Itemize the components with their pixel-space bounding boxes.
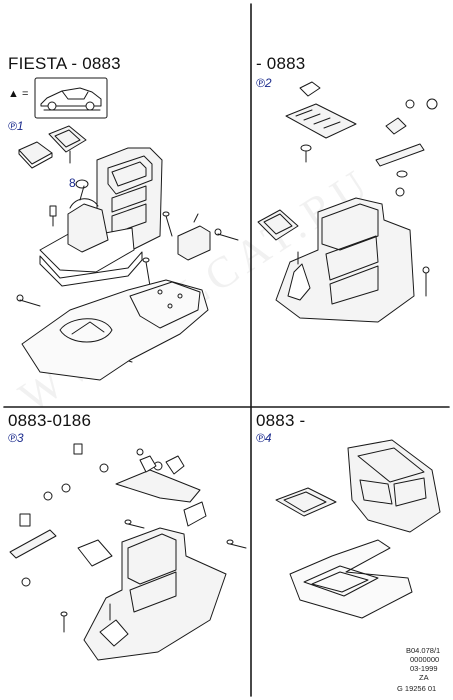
footer-line-1: B04.078/1 [406,646,441,655]
panel-4-sub: ℗4 [256,431,272,445]
panel-1-sub: ℗1 [8,119,24,133]
footer-line-4: ZA [419,673,429,682]
screw-p2-2 [422,266,430,297]
screw-1 [49,205,57,227]
bracket-1 [177,213,211,261]
panel-3-sub: ℗3 [8,431,24,445]
footer-line-5: G 19256 01 [397,684,437,693]
gear-boot [39,179,135,273]
screw-p2-1 [300,144,312,163]
console-p2 [275,197,415,323]
panel-2-sub: ℗2 [256,76,272,90]
clip-p2 [385,98,438,135]
bracket-p2-right [375,143,425,197]
console-p3 [83,527,227,661]
console-p4 [347,439,441,533]
floor-tray-p4 [289,539,413,619]
footer-line-3: 03-1999 [410,664,438,673]
bracket-rail [285,81,357,139]
gasket-p2 [257,209,299,241]
tray-small-2 [48,125,87,164]
panel-4-title: 0883 - [256,411,306,430]
console-upper [96,147,163,253]
floor-tunnel [21,279,209,381]
screw-4 [16,294,41,307]
footer-line-2: 0000000 [410,655,440,664]
panel-3-title: 0883-0186 [8,411,92,430]
bracket-p4 [275,487,337,517]
callout-8: 8 [69,176,76,190]
tray-small-1 [18,141,53,169]
console-lower-base [39,251,143,287]
legend-marker: ▲ = [8,88,29,100]
screws-p3-side [21,519,247,633]
screw-3 [142,257,151,287]
gasket-p3 [77,539,113,567]
bracket-p3-left [9,483,71,559]
screw-2 [162,211,173,237]
bracket-p3 [115,455,207,527]
screw-6 [214,228,239,241]
panel-2-title: - 0883 [256,54,306,73]
car-legend-icon [34,77,108,119]
panel-1-title: FIESTA - 0883 [8,54,121,73]
